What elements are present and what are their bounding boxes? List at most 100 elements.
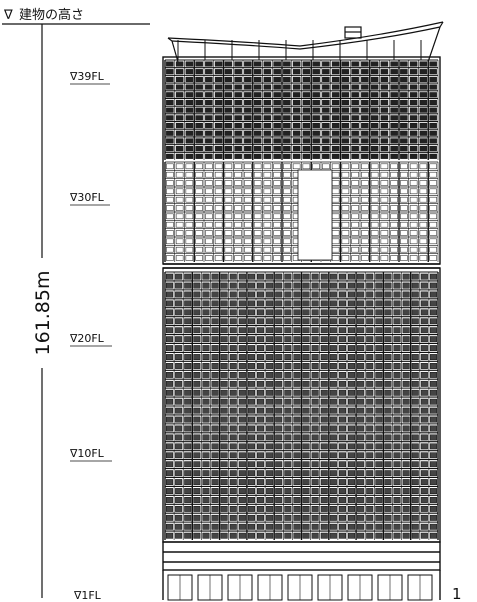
window-pane: [357, 514, 365, 521]
window-pane: [293, 434, 301, 441]
window-pane: [429, 336, 437, 343]
window-pane: [202, 416, 210, 423]
window-pane: [390, 188, 398, 195]
window-pane: [175, 345, 183, 352]
window-pane: [229, 497, 237, 503]
window-pane: [284, 354, 292, 360]
window-pane: [284, 523, 292, 530]
window-pane: [214, 76, 223, 82]
window-pane: [266, 291, 274, 298]
window-pane: [220, 532, 228, 539]
window-pane: [220, 336, 228, 343]
window-pane: [195, 188, 203, 195]
window-pane: [220, 389, 228, 396]
window-pane: [224, 163, 233, 170]
window-pane: [247, 425, 255, 432]
window-pane: [293, 282, 301, 289]
window-pane: [234, 130, 242, 136]
window-pane: [311, 425, 319, 432]
window-pane: [238, 532, 246, 539]
window-pane: [351, 238, 359, 245]
window-pane: [275, 407, 283, 414]
floor-label-10: ∇10FL: [69, 447, 105, 460]
window-pane: [351, 146, 359, 152]
window-pane: [238, 407, 246, 414]
window-pane: [361, 146, 369, 152]
window-pane: [331, 69, 340, 75]
window-pane: [175, 505, 183, 512]
window-pane: [348, 345, 356, 352]
window-pane: [175, 130, 184, 136]
window-pane: [284, 327, 292, 334]
window-pane: [402, 479, 410, 486]
window-pane: [244, 180, 252, 186]
window-pane: [370, 130, 379, 136]
central-core-strip: [297, 169, 333, 261]
window-pane: [185, 122, 194, 129]
window-pane: [380, 153, 389, 159]
window-pane: [402, 416, 410, 423]
window-pane: [320, 452, 328, 459]
window-pane: [220, 282, 228, 289]
window-pane: [234, 115, 242, 121]
window-pane: [220, 309, 228, 316]
window-pane: [175, 180, 184, 186]
window-pane: [409, 84, 418, 90]
window-pane: [284, 371, 292, 378]
window-pane: [302, 84, 311, 90]
window-pane: [380, 92, 389, 98]
window-pane: [292, 69, 301, 75]
window-pane: [166, 354, 174, 360]
window-pane: [411, 470, 419, 477]
window-pane: [320, 532, 328, 539]
window-pane: [229, 363, 237, 369]
window-pane: [205, 255, 213, 261]
window-pane: [357, 497, 365, 503]
window-pane: [284, 345, 292, 352]
window-pane: [244, 188, 252, 195]
window-pane: [302, 76, 311, 82]
window-pane: [311, 497, 319, 503]
window-pane: [302, 505, 310, 512]
window-pane: [238, 282, 246, 289]
window-pane: [419, 238, 428, 245]
window-pane: [361, 180, 369, 186]
window-pane: [366, 327, 374, 334]
window-pane: [214, 99, 223, 106]
window-pane: [341, 196, 350, 203]
window-pane: [338, 443, 346, 450]
window-pane: [375, 273, 383, 280]
window-pane: [338, 327, 346, 334]
window-pane: [351, 61, 359, 67]
window-pane: [266, 443, 274, 450]
window-pane: [361, 230, 369, 236]
window-pane: [234, 213, 242, 220]
window-pane: [184, 497, 192, 503]
window-pane: [429, 291, 437, 298]
window-pane: [411, 434, 419, 441]
window-pane: [429, 163, 437, 170]
window-pane: [331, 153, 340, 159]
window-pane: [234, 180, 242, 186]
window-pane: [293, 479, 301, 486]
window-pane: [393, 452, 401, 459]
window-pane: [202, 309, 210, 316]
window-pane: [375, 291, 383, 298]
window-pane: [184, 273, 192, 280]
window-pane: [390, 76, 398, 82]
window-pane: [361, 171, 369, 178]
window-pane: [322, 122, 330, 129]
window-pane: [211, 398, 219, 405]
window-pane: [384, 532, 392, 539]
window-pane: [380, 205, 389, 211]
window-pane: [366, 282, 374, 289]
window-pane: [400, 221, 408, 228]
window-pane: [411, 514, 419, 521]
window-pane: [273, 146, 281, 152]
window-pane: [320, 336, 328, 343]
window-pane: [224, 221, 233, 228]
window-pane: [166, 407, 174, 414]
window-pane: [266, 416, 274, 423]
window-pane: [220, 505, 228, 512]
window-pane: [370, 221, 379, 228]
